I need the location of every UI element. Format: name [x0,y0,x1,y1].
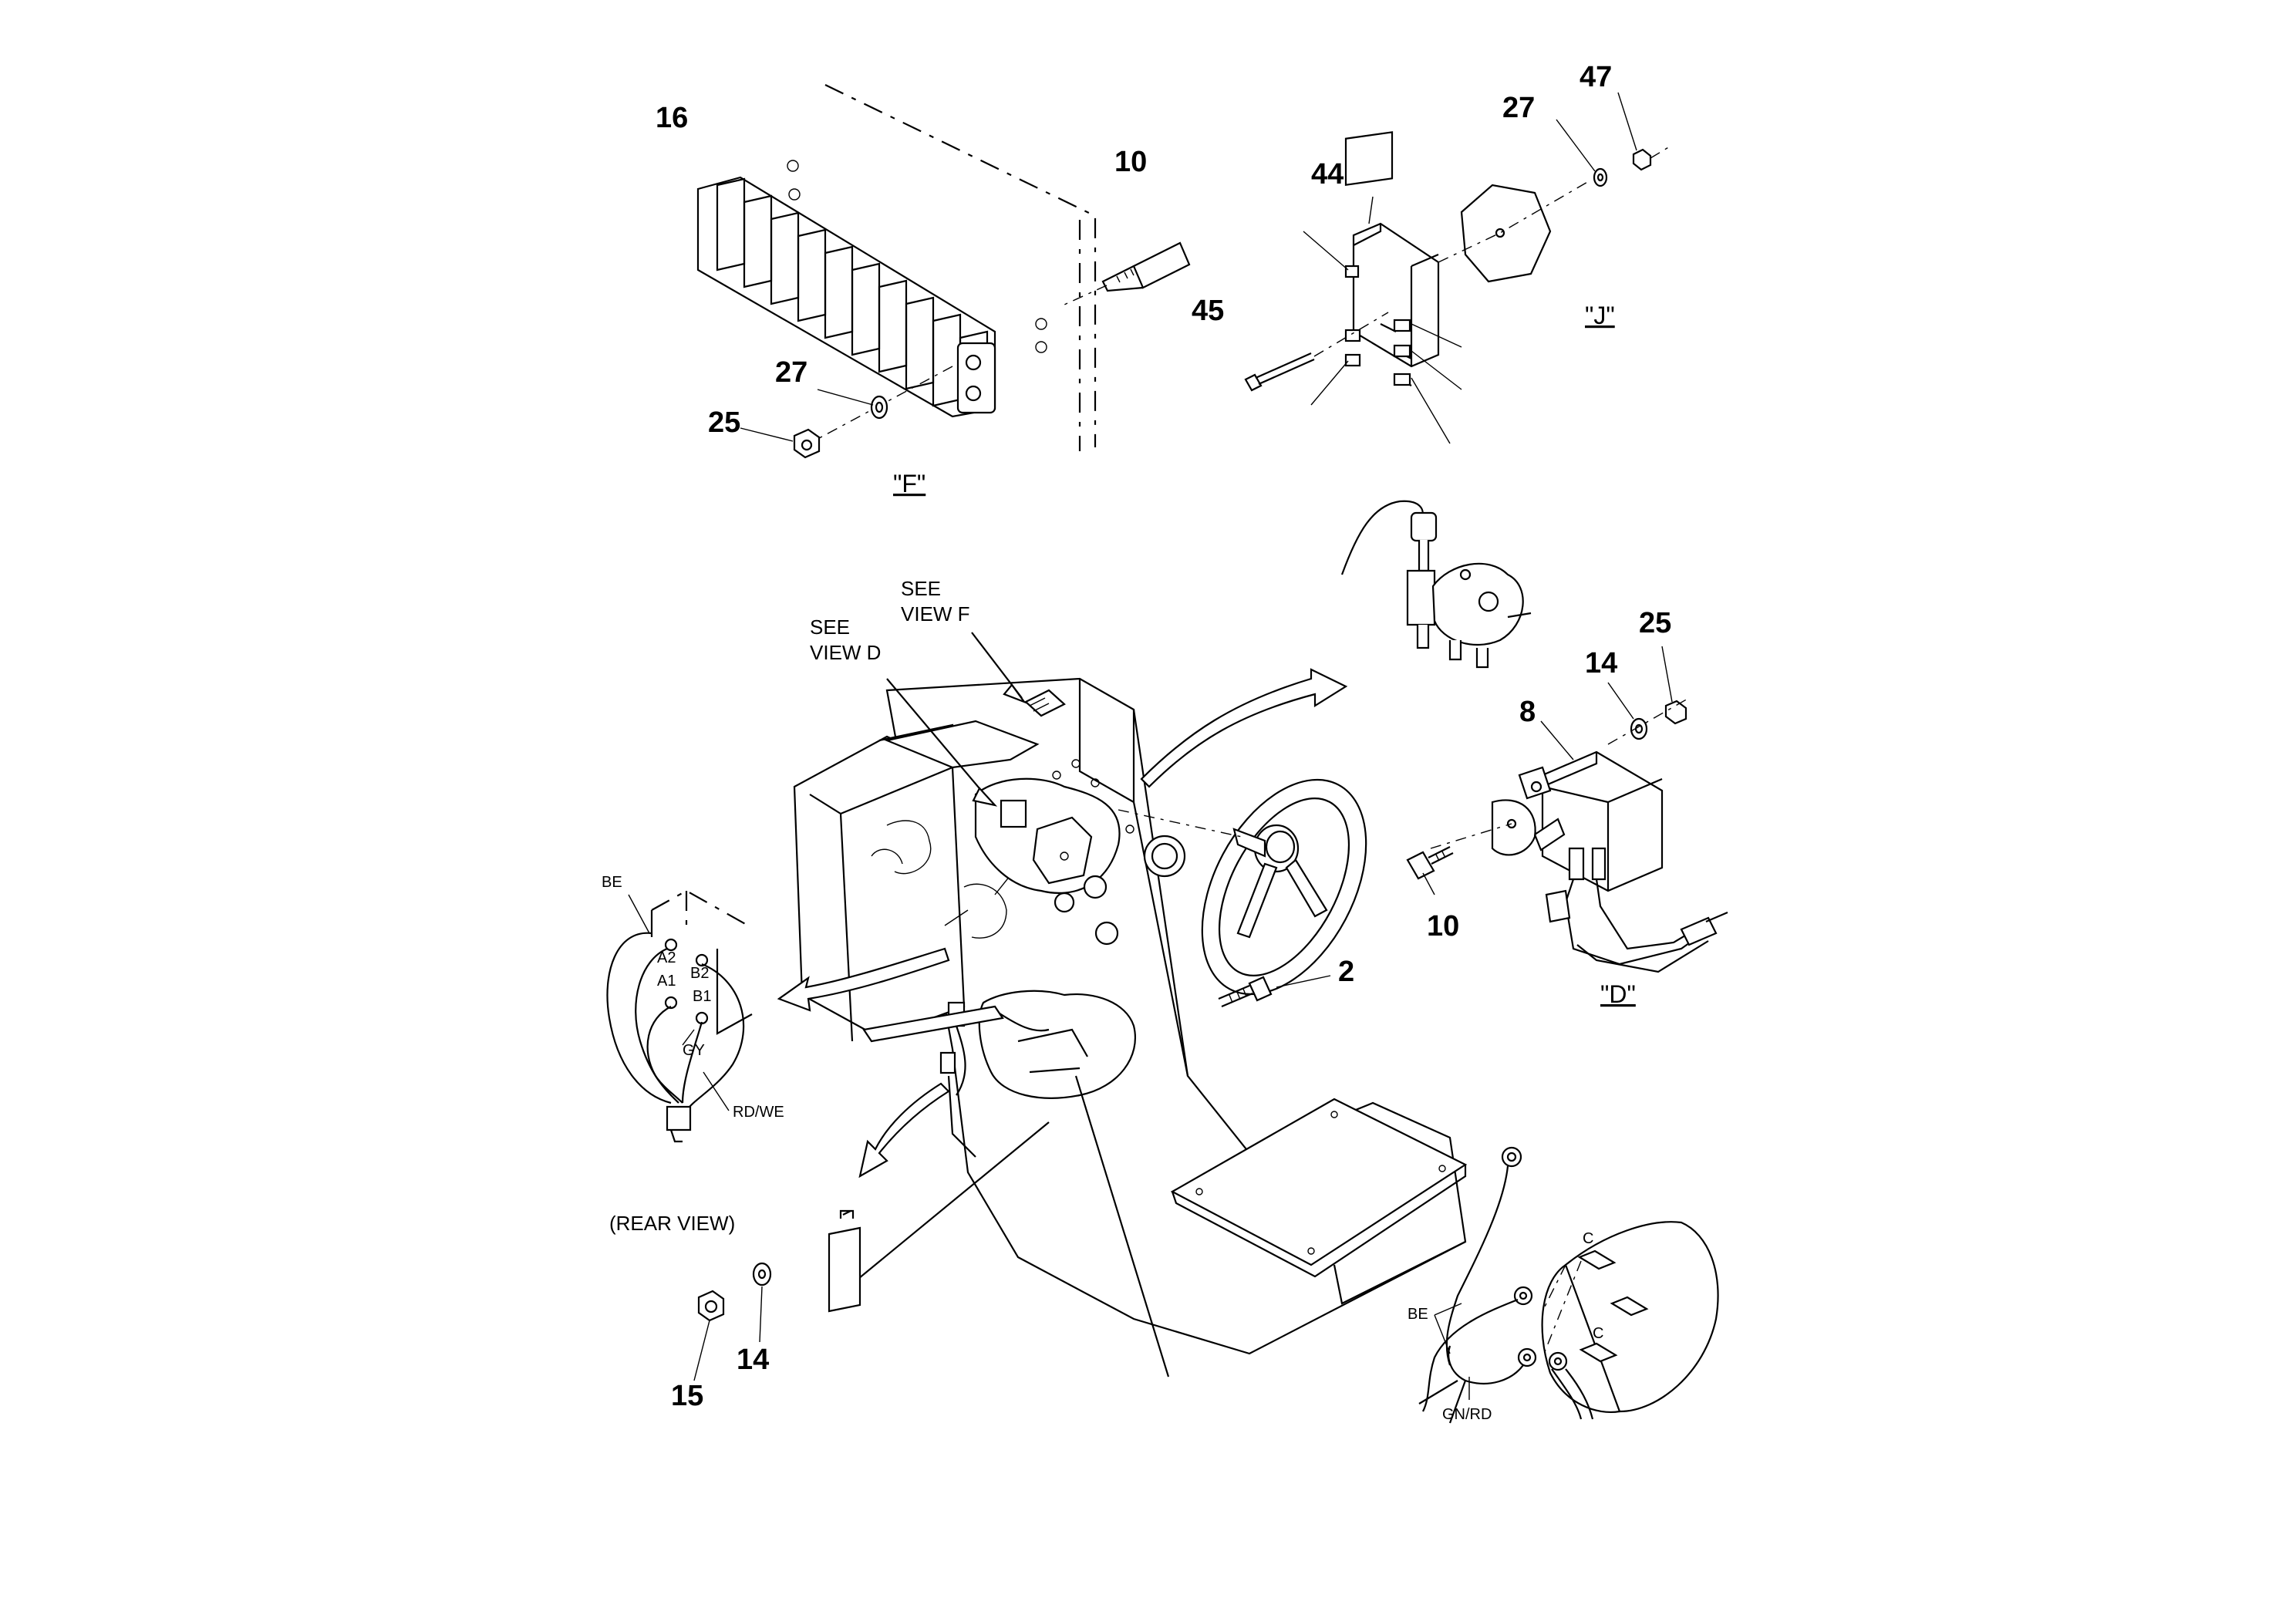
callout-44: 44 [1311,158,1344,191]
callout-14-d: 14 [1585,647,1617,679]
steering-valve-detail [1340,500,1532,669]
see-view-f-line2: VIEW F [901,602,970,626]
callout-25-d: 25 [1639,607,1671,639]
terminal-a2: A2 [657,949,676,966]
callout-14-bottom: 14 [737,1344,769,1376]
wire-label-be-rear: BE [602,874,622,891]
rear-view-label: (REAR VIEW) [609,1212,735,1235]
callout-27-f: 27 [775,356,807,389]
wire-label-rdwe: RD/WE [733,1104,784,1121]
terminal-b2: B2 [690,965,709,982]
terminal-c-upper: C [1583,1230,1593,1247]
view-j-relay-block [1244,92,1671,444]
motor-wiring [1418,1146,1719,1424]
see-view-d-line2: VIEW D [810,641,881,664]
see-view-d-line1: SEE [810,615,850,639]
callout-8: 8 [1519,696,1536,728]
callout-15: 15 [671,1380,703,1412]
view-label-j: "J" [1585,302,1615,329]
callout-10-d: 10 [1427,910,1459,943]
callout-27-j: 27 [1502,92,1535,124]
terminal-b1: B1 [693,988,711,1005]
rear-view-wiring [606,889,753,1143]
callout-10-top: 10 [1114,146,1147,178]
wire-label-be-motor: BE [1408,1306,1428,1323]
wire-label-gnrd: GN/RD [1442,1406,1492,1423]
callout-25-f: 25 [708,406,740,439]
view-f-terminal-block [696,84,1191,459]
callout-45: 45 [1192,295,1224,327]
wire-label-gy: GY [683,1042,705,1059]
callout-2: 2 [1338,956,1354,988]
callout-47: 47 [1580,61,1612,93]
callout-16: 16 [656,102,688,134]
terminal-c-lower: C [1593,1325,1603,1342]
view-label-d: "D" [1600,980,1636,1008]
terminal-a1: A1 [657,973,676,990]
console-assembly [693,632,1468,1381]
view-d-switch [1406,646,1728,973]
see-view-f-line1: SEE [901,577,941,600]
view-label-f: "F" [893,470,925,497]
